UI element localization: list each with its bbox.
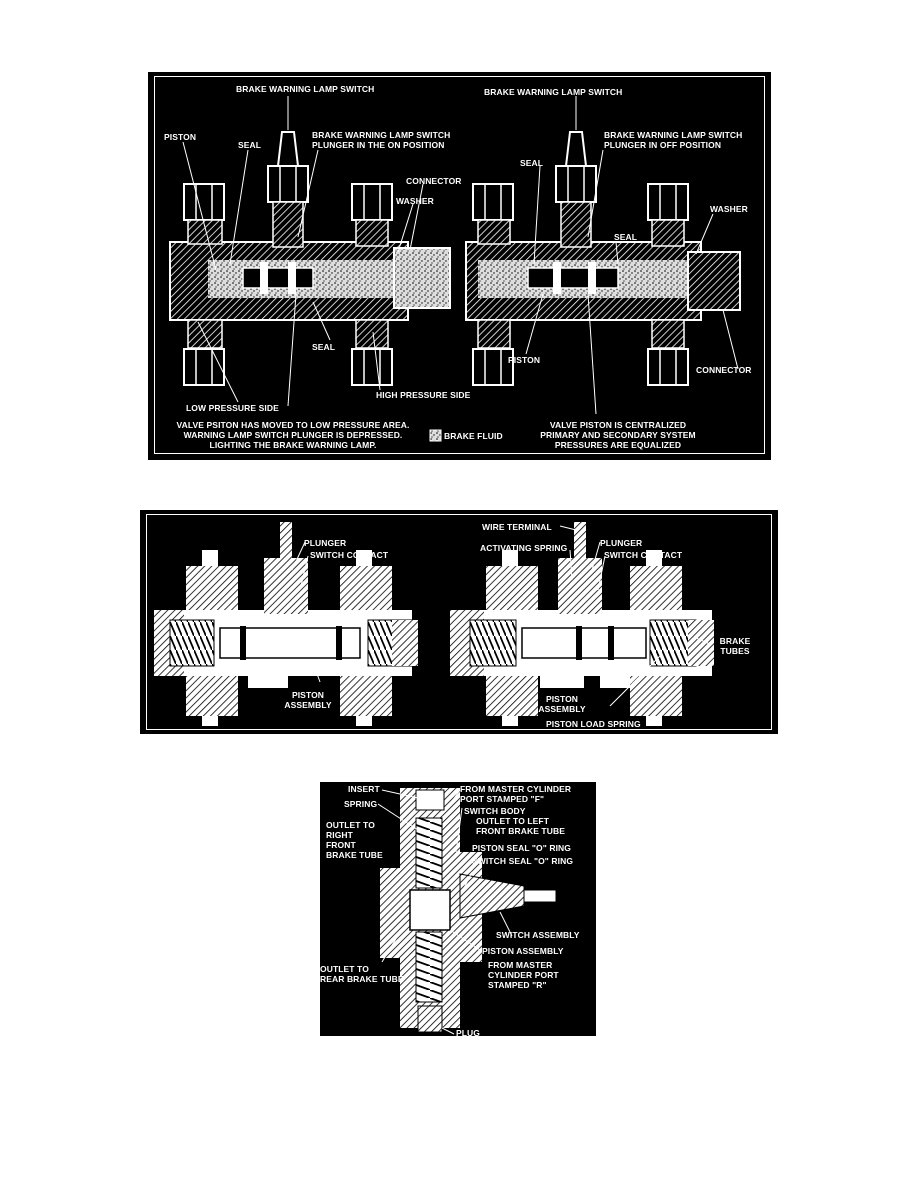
right-piston-label: PISTON — [508, 355, 541, 365]
switch-body-figure: INSERT SPRING OUTLET TO RIGHT FRONT BRAK… — [320, 782, 596, 1038]
switch-body-label: SWITCH BODY — [464, 806, 526, 816]
from-master-f-label: FROM MASTER CYLINDER PORT STAMPED "F" — [460, 784, 572, 804]
right-washer-label: WASHER — [710, 204, 748, 214]
left-switch-valve — [154, 522, 418, 726]
left-piston-label: PISTON — [164, 132, 197, 142]
left-connector-label: CONNECTOR — [406, 176, 462, 186]
figure-frame — [154, 76, 765, 454]
switch-assembly-label: SWITCH ASSEMBLY — [496, 930, 580, 940]
outlet-right-front-label: OUTLET TO RIGHT FRONT BRAKE TUBE — [326, 820, 383, 860]
left-plunger-on-label: BRAKE WARNING LAMP SWITCH PLUNGER IN THE… — [312, 130, 451, 150]
switch-seal-label: SWITCH SEAL "O" RING — [472, 856, 574, 866]
right-seal-top-label: SEAL — [520, 158, 544, 168]
leader-lines — [377, 789, 513, 1035]
left-plunger-label: PLUNGER — [304, 538, 347, 548]
brake-fluid-swatch — [429, 429, 442, 442]
plug-label: PLUG — [456, 1028, 481, 1038]
switch-valve-figure: PLUNGER SWITCH CONTACT PISTON ASSEMBLY W… — [140, 510, 778, 734]
leader-lines — [182, 96, 739, 415]
leader-lines — [291, 525, 711, 707]
pressure-differential-valve-figure: BRAKE WARNING LAMP SWITCH PISTON SEAL BR… — [148, 72, 771, 460]
right-switch-valve — [450, 522, 714, 726]
wire-terminal-label: WIRE TERMINAL — [482, 522, 552, 532]
right-connector-label: CONNECTOR — [696, 365, 752, 375]
brake-tubes-label: BRAKE TUBES — [719, 636, 751, 656]
switch-body-drawing — [377, 788, 557, 1035]
switch-valve-drawing — [154, 522, 714, 726]
brake-fluid-legend: BRAKE FLUID — [444, 431, 503, 441]
right-plunger-off-label: BRAKE WARNING LAMP SWITCH PLUNGER IN OFF… — [604, 130, 743, 150]
activating-spring-label: ACTIVATING SPRING — [480, 543, 568, 553]
left-seal-label: SEAL — [238, 140, 262, 150]
piston-assembly-label: PISTON ASSEMBLY — [482, 946, 564, 956]
left-switch-contact-label: SWITCH CONTACT — [310, 550, 389, 560]
right-piston-assembly-label: PISTON ASSEMBLY — [538, 694, 586, 714]
valve-cross-section-drawing — [169, 96, 741, 442]
left-piston-assembly-label: PISTON ASSEMBLY — [284, 690, 332, 710]
right-switch-contact-label: SWITCH CONTACT — [604, 550, 683, 560]
right-valve-body — [465, 131, 741, 386]
outlet-left-front-label: OUTLET TO LEFT FRONT BRAKE TUBE — [476, 816, 565, 836]
low-pressure-side-label: LOW PRESSURE SIDE — [186, 403, 279, 413]
outlet-rear-label: OUTLET TO REAR BRAKE TUBE — [320, 964, 404, 984]
spring-label: SPRING — [344, 799, 378, 809]
piston-load-spring-label: PISTON LOAD SPRING — [546, 719, 641, 729]
figure-frame — [146, 514, 772, 730]
right-seal-mid-label: SEAL — [614, 232, 638, 242]
left-washer-label: WASHER — [396, 196, 434, 206]
right-caption: VALVE PISTON IS CENTRALIZED PRIMARY AND … — [540, 420, 696, 450]
piston-seal-label: PISTON SEAL "O" RING — [472, 843, 572, 853]
left-switch-label: BRAKE WARNING LAMP SWITCH — [236, 84, 375, 94]
insert-label: INSERT — [348, 784, 380, 794]
left-seal-bottom-label: SEAL — [312, 342, 336, 352]
left-valve-body — [169, 131, 451, 386]
right-plunger-label: PLUNGER — [600, 538, 643, 548]
right-switch-label: BRAKE WARNING LAMP SWITCH — [484, 87, 623, 97]
left-caption: VALVE PSITON HAS MOVED TO LOW PRESSURE A… — [176, 420, 410, 450]
high-pressure-side-label: HIGH PRESSURE SIDE — [376, 390, 471, 400]
from-master-r-label: FROM MASTER CYLINDER PORT STAMPED "R" — [488, 960, 559, 990]
